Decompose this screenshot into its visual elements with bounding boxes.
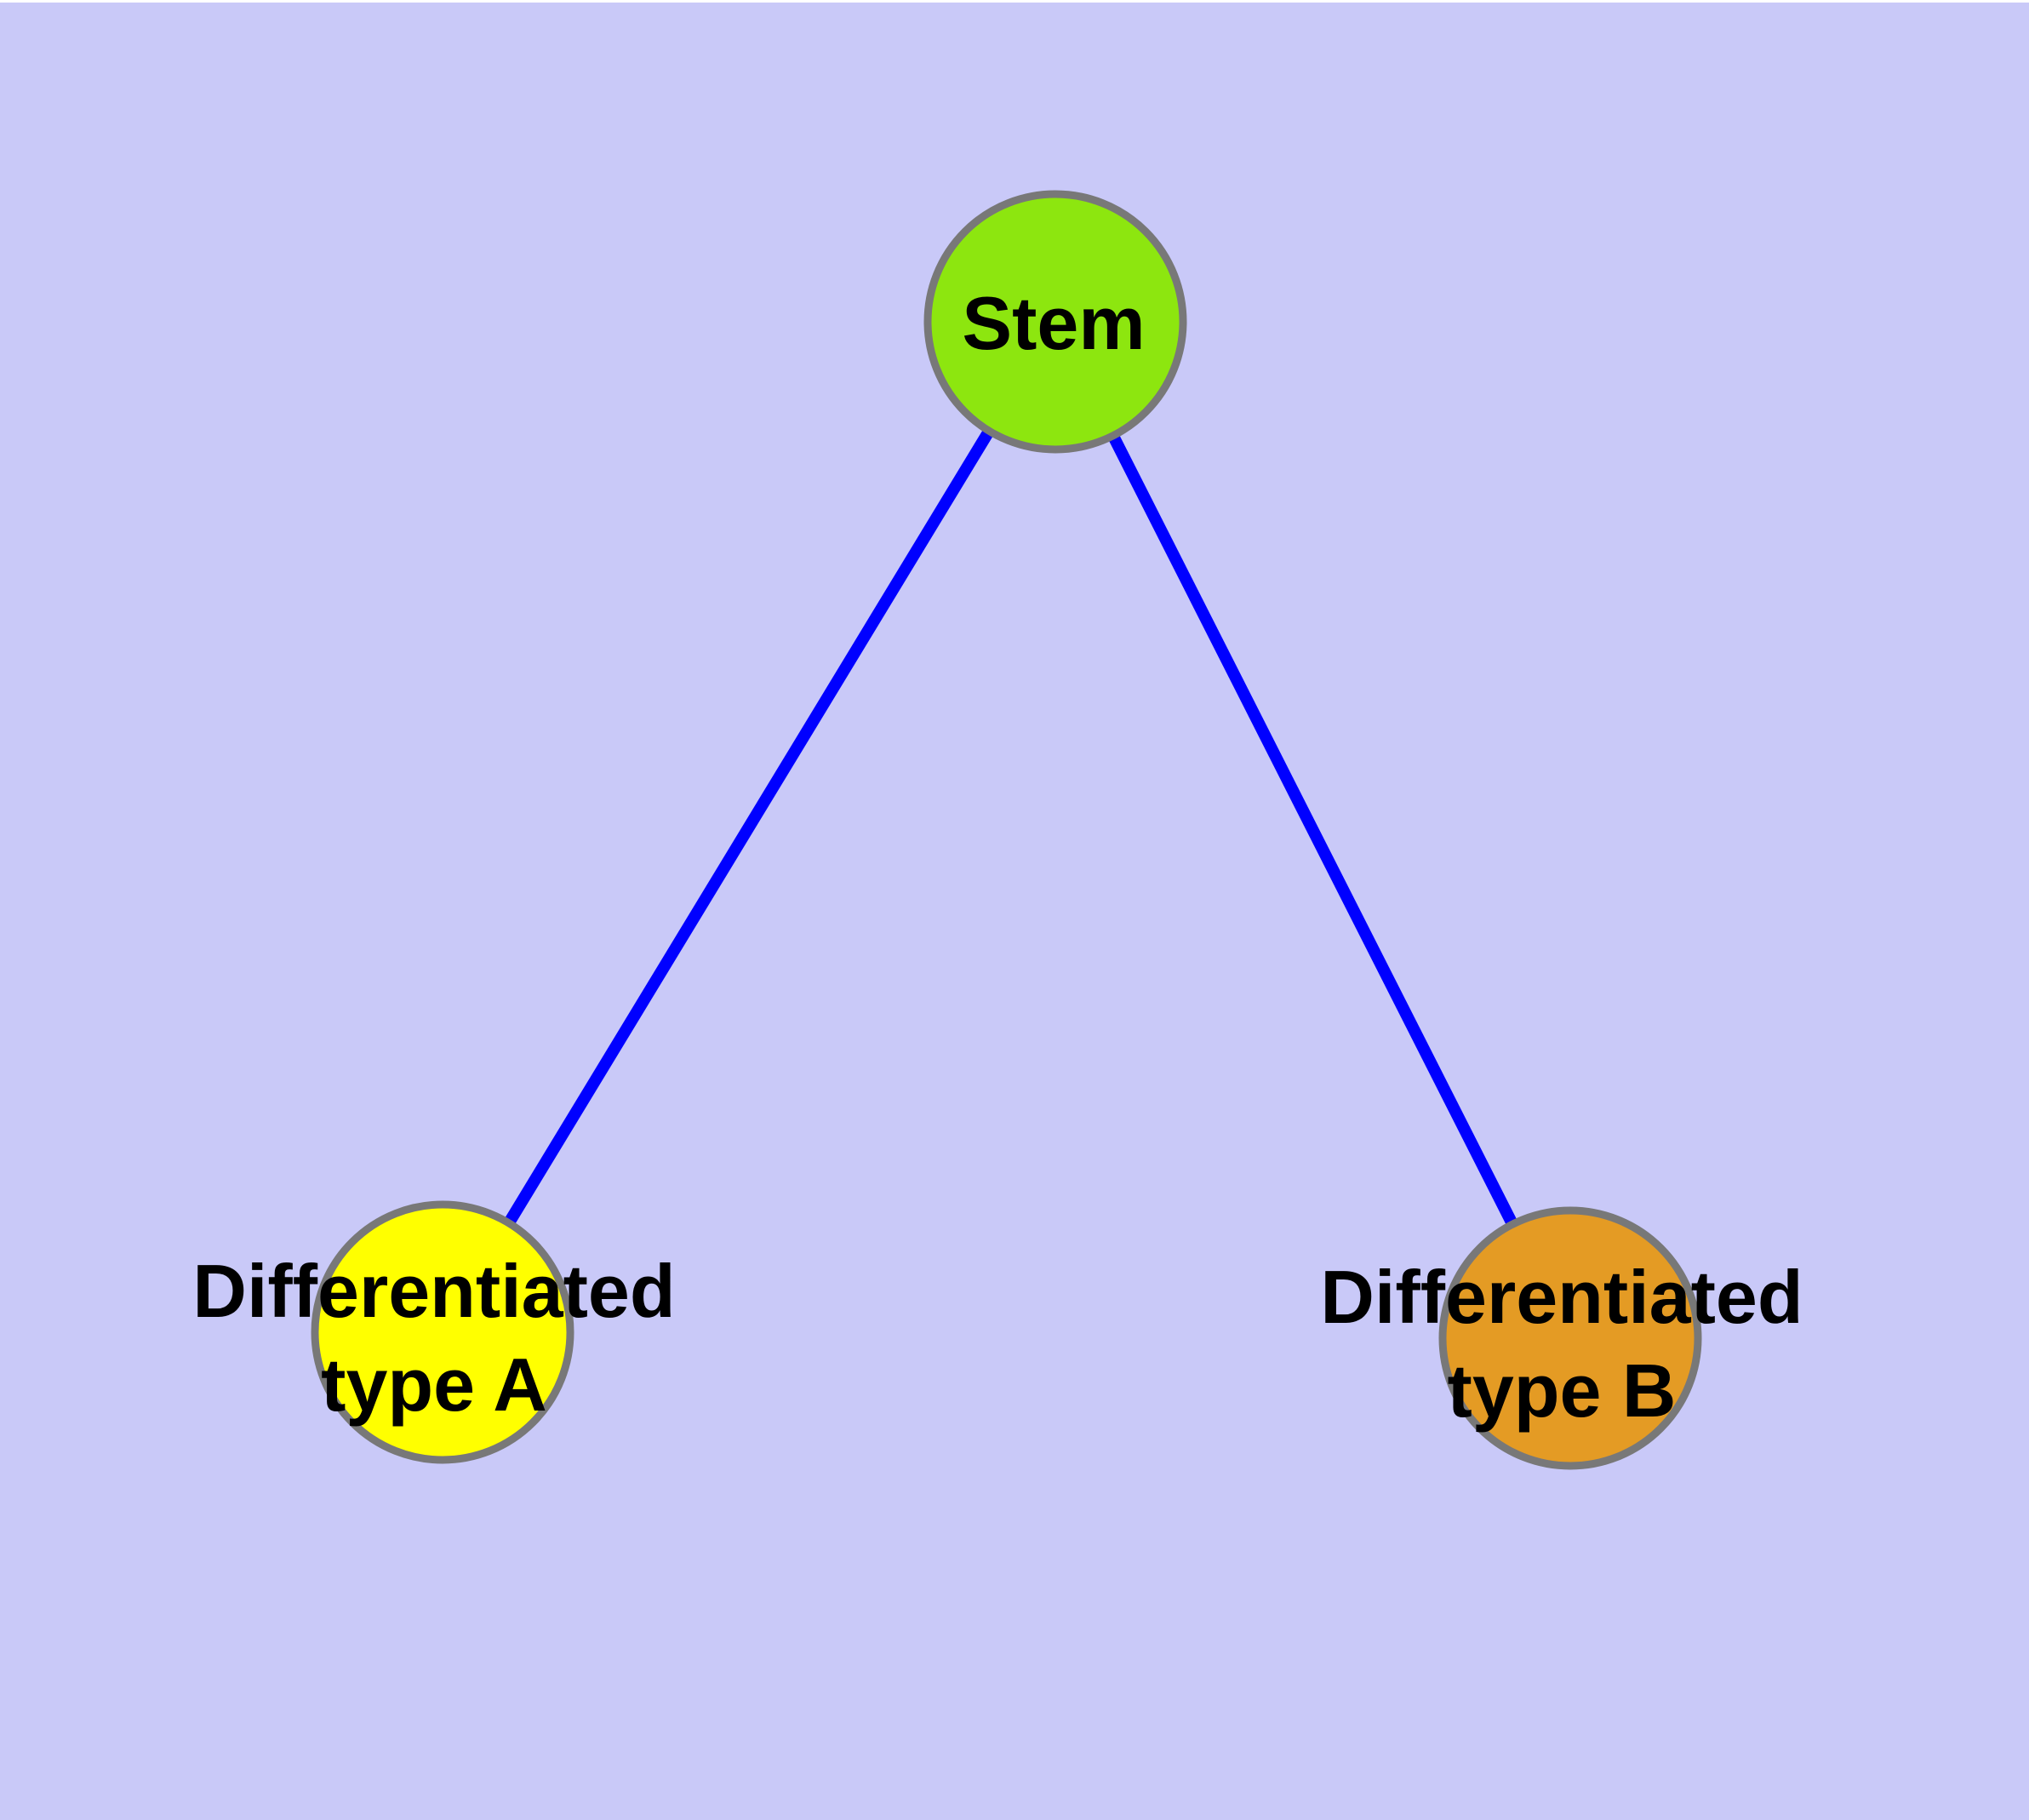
node-type-a-label-line-2: type A <box>321 1342 547 1427</box>
edges <box>437 318 1576 1342</box>
node-stem-label: Stem <box>962 281 1145 365</box>
node-type-b-label-line-1: Differentiated <box>1320 1255 1803 1339</box>
top-window-edge <box>0 0 2029 3</box>
node-stem[interactable] <box>923 190 1187 454</box>
edge-stem-to-type-a[interactable] <box>437 318 1060 1336</box>
node-differentiated-type-a[interactable] <box>311 1200 574 1464</box>
node-differentiated-type-b[interactable] <box>1438 1206 1702 1470</box>
node-type-a-label-line-1: Differentiated <box>192 1249 675 1333</box>
nodes <box>311 190 1702 1470</box>
edge-stem-to-type-b[interactable] <box>1049 318 1576 1342</box>
node-labels: Stem Differentiated type A Differentiate… <box>192 281 1803 1433</box>
node-type-b-label-line-2: type B <box>1448 1348 1677 1433</box>
